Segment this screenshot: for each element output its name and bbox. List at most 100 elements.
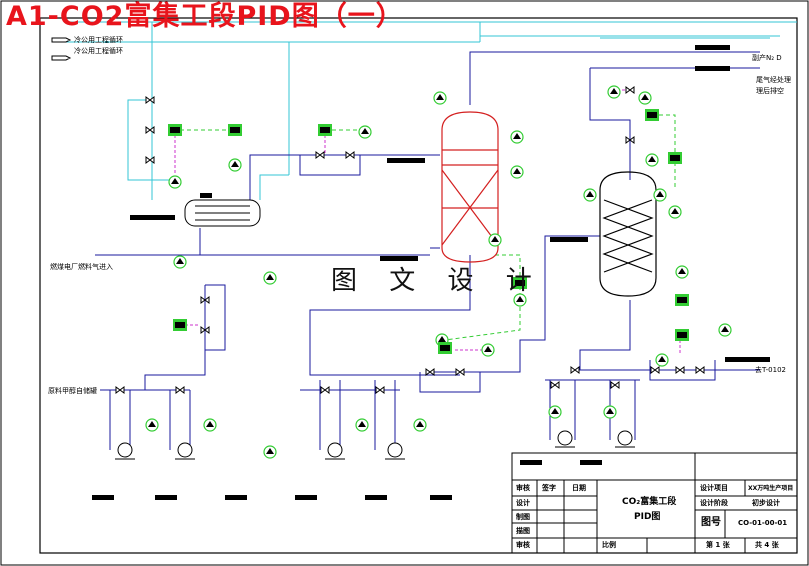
signal-lines-green bbox=[180, 114, 676, 341]
controller-display bbox=[170, 127, 180, 133]
drawing-title: A1-CO2富集工段PID图（一） bbox=[6, 1, 404, 32]
instrument-icon bbox=[266, 448, 274, 454]
valve-icon bbox=[345, 151, 355, 159]
valve-icon bbox=[145, 156, 155, 164]
tb-stage-value: 初步设计 bbox=[752, 499, 780, 507]
pump-icon bbox=[557, 430, 573, 446]
instrument-icon bbox=[516, 296, 524, 302]
instrument-icon bbox=[610, 88, 618, 94]
valve-icon bbox=[200, 296, 210, 304]
line-tag-bar bbox=[430, 495, 452, 500]
controller-display bbox=[440, 345, 450, 351]
tb-project-label: 设计项目 bbox=[700, 484, 728, 492]
line-tag-bar bbox=[155, 495, 177, 500]
valve-icon bbox=[650, 366, 660, 374]
instrument-icon bbox=[176, 258, 184, 264]
instrument-icon bbox=[491, 236, 499, 242]
drawing-frame bbox=[39, 17, 798, 554]
tb-review: 审核 bbox=[516, 484, 530, 492]
valve-icon bbox=[175, 386, 185, 394]
valve-icon bbox=[315, 151, 325, 159]
valve-icon bbox=[625, 86, 635, 94]
instrument-icon bbox=[358, 421, 366, 427]
pump-icon bbox=[327, 442, 343, 458]
valve-icon bbox=[695, 366, 705, 374]
instrument-icon bbox=[551, 408, 559, 414]
instrument-icon bbox=[206, 421, 214, 427]
instrument-icon bbox=[586, 191, 594, 197]
valve-icon bbox=[550, 381, 560, 389]
tb-drawing-name: CO₂富集工段 bbox=[622, 497, 677, 507]
instrument-icon bbox=[266, 274, 274, 280]
line-tag-bar bbox=[520, 460, 542, 465]
tb-check: 审核 bbox=[516, 541, 530, 549]
tb-project-value: XX万吨生产项目 bbox=[748, 485, 794, 492]
cooling-arrows bbox=[51, 37, 72, 61]
byproduct-n2-label: 副产N₂ D bbox=[752, 54, 782, 62]
controller-display bbox=[677, 297, 687, 303]
line-tag-bar bbox=[130, 215, 175, 220]
pump-icon bbox=[387, 442, 403, 458]
instrument-icon bbox=[648, 156, 656, 162]
controller-display bbox=[175, 322, 185, 328]
instrument-icon bbox=[513, 168, 521, 174]
cooling-supply-label: 冷公用工程循环 bbox=[74, 47, 123, 55]
watermark-text: 图 文 设 计 bbox=[331, 266, 544, 296]
valve-icon bbox=[570, 366, 580, 374]
pump-icon bbox=[617, 430, 633, 446]
absorber-column bbox=[441, 111, 499, 263]
instrument-icon bbox=[436, 94, 444, 100]
controller-display bbox=[677, 332, 687, 338]
instrument-icon bbox=[484, 346, 492, 352]
controller-display bbox=[515, 280, 525, 286]
tb-scale: 比例 bbox=[602, 541, 616, 549]
instrument-icon bbox=[416, 421, 424, 427]
valve-icon bbox=[145, 96, 155, 104]
tb-sheet: 第 1 张 bbox=[706, 541, 730, 549]
tb-stage-label: 设计阶段 bbox=[700, 499, 728, 507]
tb-total: 共 4 张 bbox=[755, 541, 779, 549]
valve-icon bbox=[455, 368, 465, 376]
line-tag-bar bbox=[92, 495, 114, 500]
instrument-icon bbox=[656, 191, 664, 197]
line-tag-bar bbox=[380, 256, 418, 261]
instrument-icon bbox=[671, 208, 679, 214]
valve-icon bbox=[320, 386, 330, 394]
instrument-icon bbox=[658, 356, 666, 362]
tb-design: 设计 bbox=[516, 499, 530, 507]
tb-drawing-no-label: 图号 bbox=[701, 517, 721, 528]
line-tag-bar bbox=[695, 45, 730, 50]
line-tag-bar bbox=[225, 495, 247, 500]
valve-icon bbox=[610, 381, 620, 389]
instrument-icon bbox=[171, 178, 179, 184]
process-lines bbox=[95, 51, 760, 450]
valve-icon bbox=[375, 386, 385, 394]
line-tag-bar bbox=[200, 193, 212, 198]
valve-icon bbox=[675, 366, 685, 374]
dynamic-symbols bbox=[92, 45, 770, 500]
line-tag-bar bbox=[387, 158, 425, 163]
to-t0102-label: 去T-0102 bbox=[755, 366, 786, 374]
valve-icon bbox=[115, 386, 125, 394]
methanol-inlet-label: 原料甲醇自储罐 bbox=[48, 387, 97, 395]
tail-gas-label: 尾气经处理 bbox=[756, 76, 791, 84]
heat-exchanger bbox=[184, 199, 261, 227]
tail-gas-label-2: 理后排空 bbox=[756, 87, 784, 95]
tb-date: 日期 bbox=[572, 484, 586, 492]
controller-display bbox=[670, 155, 680, 161]
instrument-icon bbox=[513, 133, 521, 139]
valve-icon bbox=[200, 326, 210, 334]
tb-sign: 签字 bbox=[542, 484, 556, 492]
instrument-icon bbox=[678, 268, 686, 274]
stripper-column bbox=[599, 171, 657, 297]
tb-trace: 描图 bbox=[516, 527, 530, 535]
pump-icon bbox=[117, 442, 133, 458]
instrument-icon bbox=[361, 128, 369, 134]
controller-display bbox=[230, 127, 240, 133]
line-tag-bar bbox=[695, 66, 730, 71]
tb-drawing-name-2: PID图 bbox=[634, 512, 661, 522]
line-tag-bar bbox=[725, 357, 770, 362]
valve-icon bbox=[425, 368, 435, 376]
